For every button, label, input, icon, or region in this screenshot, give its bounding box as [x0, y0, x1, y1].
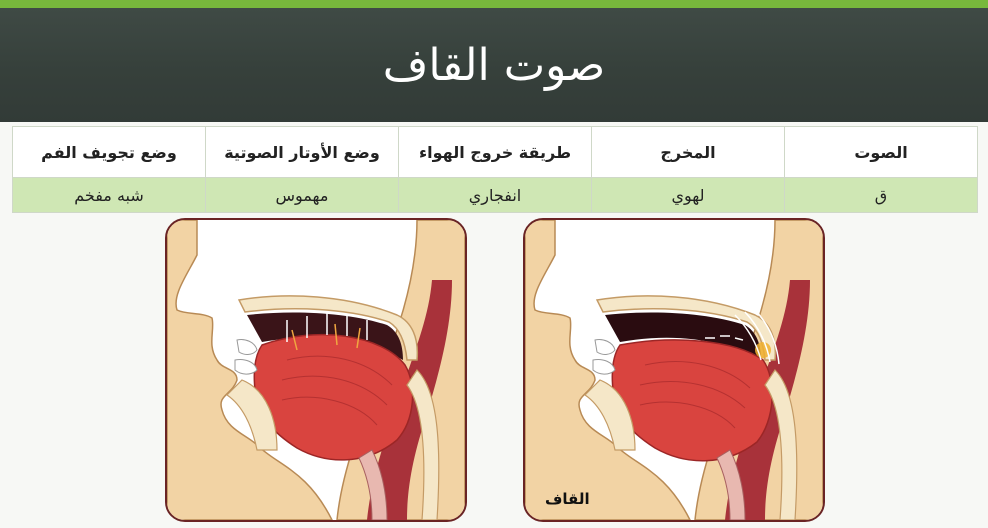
- header-cell-place: المخرج: [592, 127, 785, 178]
- mouth-diagram-qaf: القاف: [523, 218, 825, 522]
- value-cell-vocal-cords: مهموس: [206, 178, 399, 213]
- slide-header: صوت القاف: [0, 8, 988, 122]
- head-cross-section-illustration: [167, 220, 465, 520]
- page-title: صوت القاف: [0, 38, 988, 94]
- mouth-diagram-raised-tongue: [165, 218, 467, 522]
- value-cell-sound: ق: [785, 178, 978, 213]
- sound-properties-table: الصوت المخرج طريقة خروج الهواء وضع الأوت…: [12, 126, 978, 213]
- head-cross-section-illustration: [525, 220, 823, 520]
- header-cell-sound: الصوت: [785, 127, 978, 178]
- header-cell-vocal-cords: وضع الأوتار الصوتية: [206, 127, 399, 178]
- top-accent-stripe: [0, 0, 988, 8]
- value-cell-place: لهوي: [592, 178, 785, 213]
- diagram-caption: القاف: [545, 490, 590, 508]
- header-cell-manner: طريقة خروج الهواء: [399, 127, 592, 178]
- value-cell-manner: انفجاري: [399, 178, 592, 213]
- table-header-row: الصوت المخرج طريقة خروج الهواء وضع الأوت…: [13, 127, 978, 178]
- value-cell-mouth-cavity: شبه مفخم: [13, 178, 206, 213]
- table-row: ق لهوي انفجاري مهموس شبه مفخم: [13, 178, 978, 213]
- header-cell-mouth-cavity: وضع تجويف الفم: [13, 127, 206, 178]
